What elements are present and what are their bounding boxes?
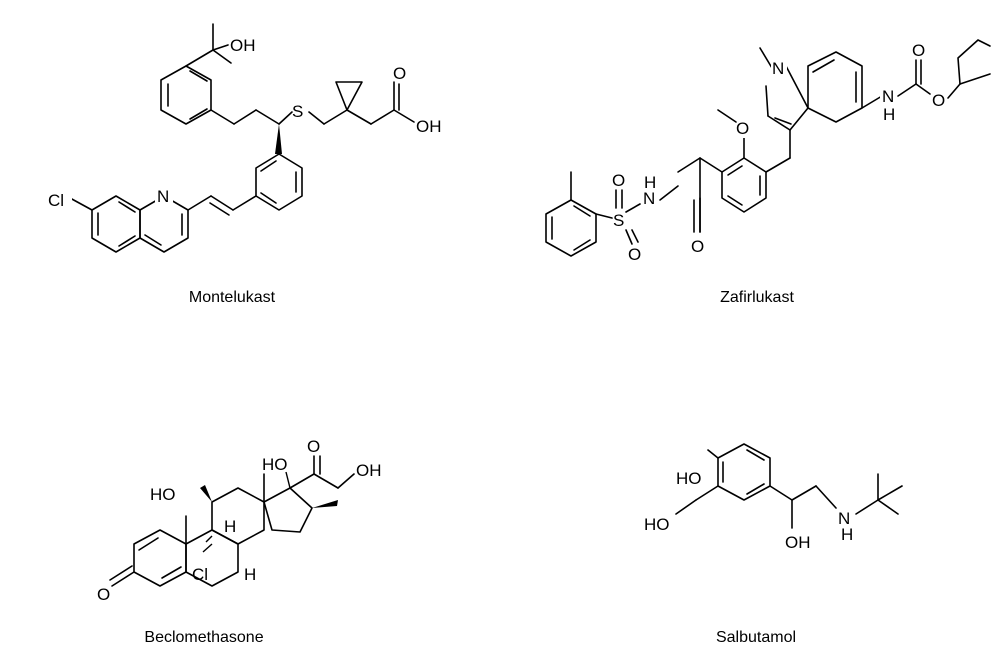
salbutamol-caption: Salbutamol xyxy=(716,629,796,646)
zafirlukast-s-label: S xyxy=(613,211,624,230)
montelukast-n-label: N xyxy=(157,187,169,206)
zafirlukast-sulfonamide-h-label: H xyxy=(644,173,656,192)
zafirlukast-n-label: N xyxy=(772,59,784,78)
beclomethasone-h-label: H xyxy=(224,517,236,536)
montelukast-quinoline-benzo-ring xyxy=(91,195,141,253)
zafirlukast-cyclopentyl xyxy=(957,39,991,85)
zafirlukast-tolyl-ring xyxy=(545,199,597,257)
beclomethasone-oh-label: OH xyxy=(356,461,382,480)
beclomethasone-ho-label: HO xyxy=(150,485,176,504)
zafirlukast-amide-o-label: O xyxy=(691,237,704,256)
montelukast-phenyl-ring xyxy=(160,65,212,125)
beclomethasone-structure: O HO Cl H H HO O OH xyxy=(97,437,382,604)
beclomethasone-ketone-o-label: O xyxy=(97,585,110,604)
salbutamol-nh-h-label: H xyxy=(841,525,853,544)
zafirlukast-s-o1-label: O xyxy=(612,171,625,190)
montelukast-oh2-label: OH xyxy=(416,117,442,136)
zafirlukast-carbonyl-o-label: O xyxy=(912,41,925,60)
montelukast-o-label: O xyxy=(393,64,406,83)
zafirlukast-s-o2-label: O xyxy=(628,245,641,264)
zafirlukast-ester-o-label: O xyxy=(932,91,945,110)
montelukast-s-label: S xyxy=(292,102,303,121)
zafirlukast-nh-label: N xyxy=(882,87,894,106)
zafirlukast-structure: N N H O O O O xyxy=(545,39,991,264)
salbutamol-nh-label: N xyxy=(838,509,850,528)
montelukast-structure: OH S O OH xyxy=(48,23,442,253)
beclomethasone-caption: Beclomethasone xyxy=(144,629,263,646)
salbutamol-ho-label: HO xyxy=(676,469,702,488)
zafirlukast-methoxy-o-label: O xyxy=(736,119,749,138)
salbutamol-ho2-label: HO xyxy=(644,515,670,534)
zafirlukast-indole-benzo-ring xyxy=(807,51,863,123)
beclomethasone-cl-label: Cl xyxy=(192,565,208,584)
montelukast-cyclopropane xyxy=(335,81,363,111)
montelukast-caption: Montelukast xyxy=(189,289,276,306)
zafirlukast-sulfonamide-n-label: N xyxy=(643,189,655,208)
montelukast-oh-label: OH xyxy=(230,36,256,55)
montelukast-cl-label: Cl xyxy=(48,191,64,210)
beclomethasone-h2-label: H xyxy=(244,565,256,584)
beclomethasone-ho2-label: HO xyxy=(262,455,288,474)
salbutamol-structure: HO HO OH N H xyxy=(644,443,903,552)
beclomethasone-ring-d xyxy=(263,487,313,533)
zafirlukast-nh-h-label: H xyxy=(883,105,895,124)
beclomethasone-carbonyl-o-label: O xyxy=(307,437,320,456)
beclomethasone-ring-a xyxy=(133,529,187,587)
salbutamol-phenyl-ring xyxy=(717,443,771,501)
beclomethasone-ring-c xyxy=(211,487,265,545)
montelukast-phenyl-ring-2 xyxy=(255,153,303,211)
zafirlukast-caption: Zafirlukast xyxy=(720,289,794,306)
salbutamol-oh-label: OH xyxy=(785,533,811,552)
